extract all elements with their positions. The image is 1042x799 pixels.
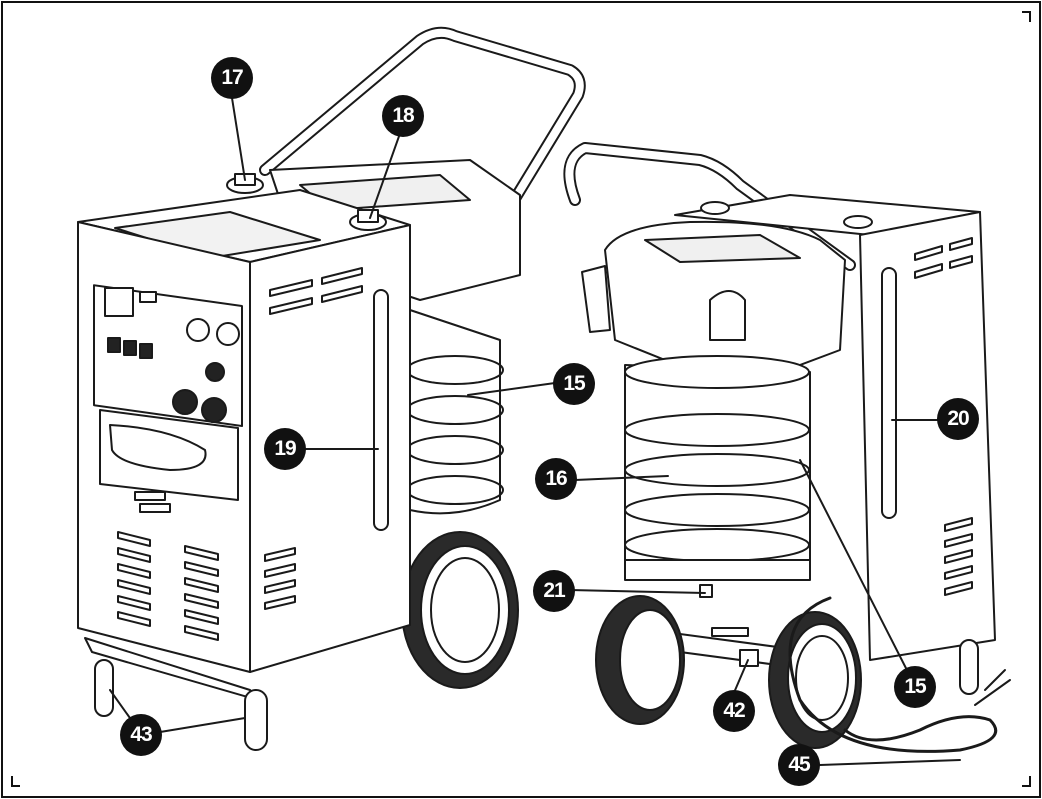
- callout-42: 42: [713, 690, 755, 732]
- front-louvres: [117, 531, 219, 641]
- corner-mark: [1022, 11, 1031, 22]
- callout-15-right: 15: [894, 666, 936, 708]
- callout-20: 20: [937, 398, 979, 440]
- side-louvres: [264, 267, 363, 610]
- hose: [788, 596, 998, 753]
- drum-right: [624, 364, 811, 576]
- corner-mark: [1022, 776, 1031, 787]
- leader-lines: [109, 97, 961, 766]
- corner-mark: [11, 776, 20, 787]
- callout-19: 19: [264, 428, 306, 470]
- callout-17: 17: [211, 57, 253, 99]
- head-latch: [581, 265, 611, 333]
- side-slot: [373, 289, 389, 531]
- callout-18: 18: [382, 95, 424, 137]
- callout-21: 21: [533, 570, 575, 612]
- callout-15: 15: [553, 363, 595, 405]
- cabinet-side-right: [859, 211, 996, 661]
- drum-left: [409, 309, 501, 515]
- callout-16: 16: [535, 458, 577, 500]
- callout-45: 45: [778, 744, 820, 786]
- callout-43: 43: [120, 714, 162, 756]
